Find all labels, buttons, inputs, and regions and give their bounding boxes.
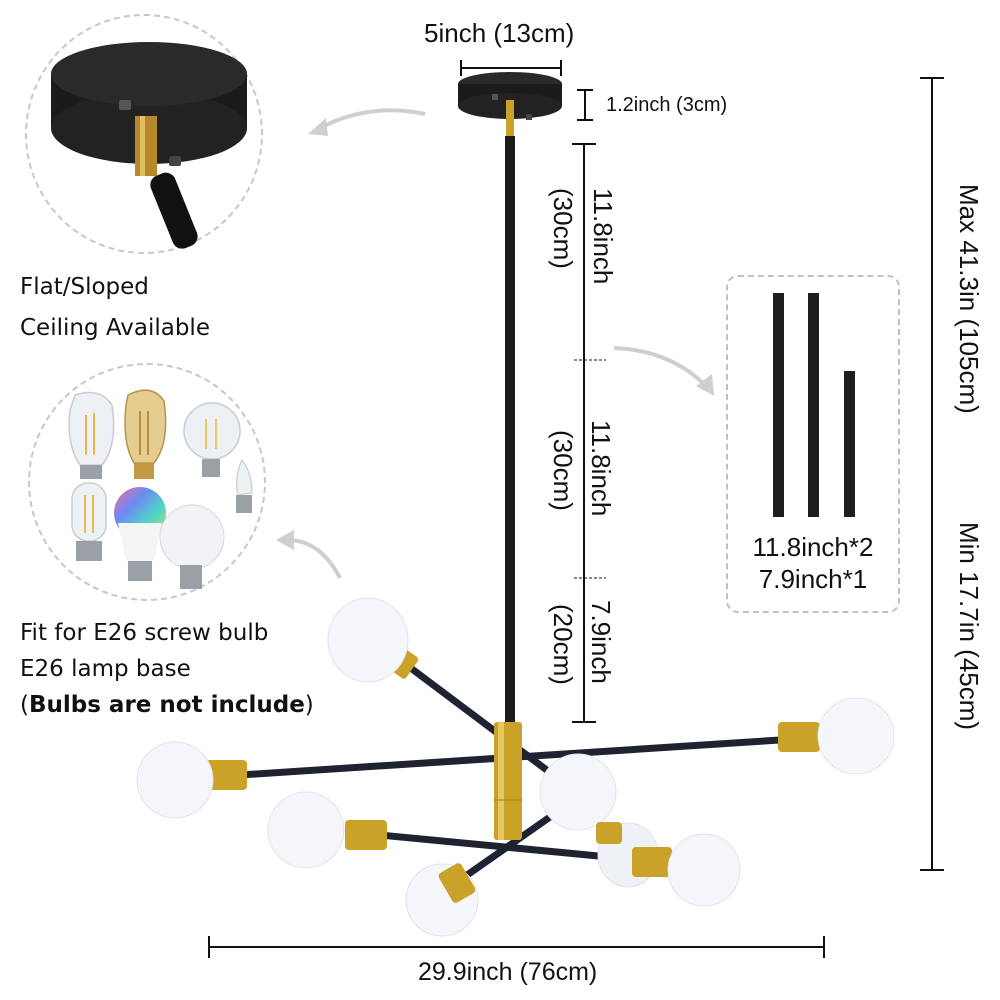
canopy-height-dimension-line [577,89,593,121]
ceiling-feature-text: Flat/Sloped Ceiling Available [20,267,210,349]
canopy-width-label: 5inch (13cm) [424,18,575,48]
bulb-types-collage-icon [68,389,253,589]
rods-included-line2: 7.9inch*1 [758,564,868,594]
rods-illustration-icon [773,293,855,517]
curved-arrow-icon [613,346,714,396]
overall-height-dimension-line [920,77,944,871]
rods-included-line1: 11.8inch*2 [752,532,874,562]
ceiling-canopy-closeup-icon [51,42,247,249]
canopy-width-dimension-line [460,60,562,76]
curved-arrow-icon [308,108,426,136]
bulbs-not-included-note: Bulbs are not include [28,692,305,718]
bulb-feature-line2: E26 lamp base [20,656,191,682]
overall-width-label: 29.9inch (76cm) [418,958,598,986]
curved-arrow-icon [276,530,342,579]
bulb-feature-line3: (Bulbs are not include) [20,692,314,718]
bulb-types-circle [28,363,266,601]
bulb-feature-text: Fit for E26 screw bulb E26 lamp base (Bu… [20,615,314,723]
rod-length-dimension-line [572,143,606,723]
rods-included-box: 11.8inch*2 7.9inch*1 [726,275,900,613]
canopy-height-label: 1.2inch (3cm) [606,94,728,116]
ceiling-closeup-circle [25,14,263,254]
bulb-feature-line1: Fit for E26 screw bulb [20,620,269,646]
ceiling-feature-line1: Flat/Sloped [20,274,149,300]
overall-width-dimension-line [208,936,825,958]
ceiling-feature-line2: Ceiling Available [20,315,210,341]
